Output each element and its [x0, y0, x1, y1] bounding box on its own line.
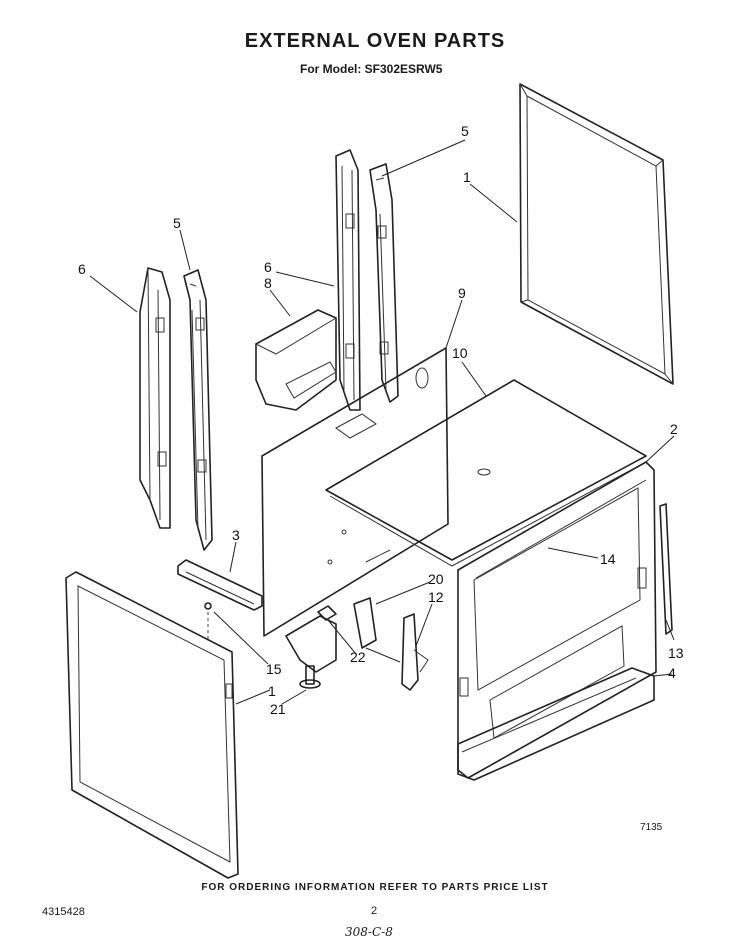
- callout-13: 13: [668, 645, 684, 661]
- handwritten-note: 308-C-8: [345, 925, 393, 939]
- part-clip: [317, 605, 337, 621]
- callout-2: 2: [670, 421, 678, 437]
- page-number: 2: [371, 905, 378, 917]
- part-rear-bracket: [285, 615, 337, 673]
- part-bottom-panel: [325, 379, 647, 567]
- callout-5-left: 5: [173, 215, 181, 231]
- part-bottom-trim: [457, 667, 655, 781]
- callout-5-upper: 5: [461, 123, 469, 139]
- part-side-trim-strip: [659, 503, 673, 635]
- callout-21: 21: [270, 701, 286, 717]
- callout-6-center: 6: [264, 259, 272, 275]
- callout-22: 22: [350, 649, 366, 665]
- part-leveling-leg: [299, 665, 321, 689]
- callout-8: 8: [264, 275, 272, 291]
- leader-lines: [89, 139, 675, 705]
- callout-6-left: 6: [78, 261, 86, 277]
- part-channel-center: [335, 149, 361, 411]
- callout-12: 12: [428, 589, 444, 605]
- callout-3: 3: [232, 527, 240, 543]
- part-side-panel-upper: [519, 83, 674, 385]
- callout-10: 10: [452, 345, 468, 361]
- callout-1-upper: 1: [463, 169, 471, 185]
- part-bracket-12: [401, 613, 429, 691]
- page-title: EXTERNAL OVEN PARTS: [244, 30, 506, 52]
- part-side-panel-lower: [65, 571, 239, 879]
- ordering-note: FOR ORDERING INFORMATION REFER TO PARTS …: [201, 882, 549, 893]
- part-vent-duct: [255, 309, 337, 411]
- part-bracket-20: [353, 597, 377, 649]
- part-rack-support-right: [369, 163, 399, 403]
- document-number: 4315428: [42, 906, 85, 918]
- part-rear-panel: [261, 347, 449, 637]
- callout-14: 14: [600, 551, 616, 567]
- part-channel-left: [139, 267, 171, 529]
- callout-1-lower: 1: [268, 683, 276, 699]
- callout-20: 20: [428, 571, 444, 587]
- callout-4: 4: [668, 665, 676, 681]
- callout-labels: 5 1 5 6 6 8 9 10 2 3 14 20 12 13 4 15 22…: [78, 123, 684, 717]
- callout-9: 9: [458, 285, 466, 301]
- figure-number: 7135: [640, 822, 663, 833]
- model-subtitle: For Model: SF302ESRW5: [300, 62, 443, 76]
- callout-15: 15: [266, 661, 282, 677]
- part-screw: [204, 602, 212, 640]
- part-rack-support-left: [183, 269, 213, 551]
- part-frame-strip: [475, 479, 647, 579]
- part-lower-rail: [177, 559, 263, 611]
